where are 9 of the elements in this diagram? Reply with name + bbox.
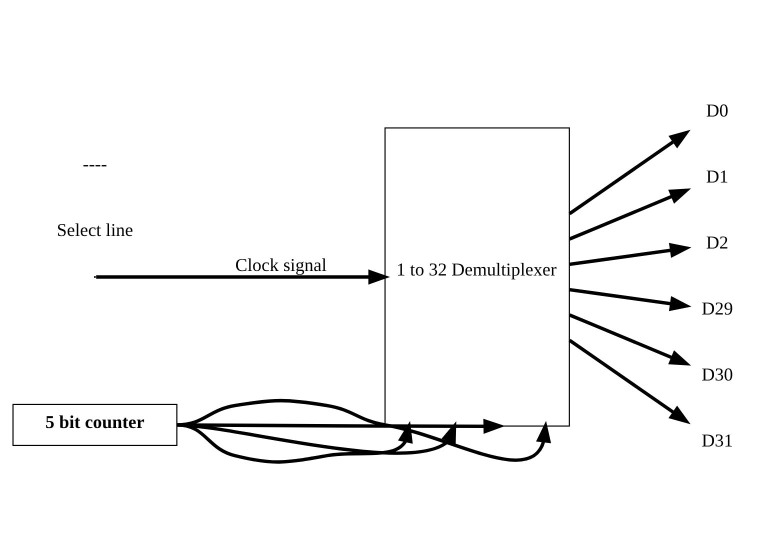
- label: ----: [82, 153, 108, 174]
- node-text: D30: [702, 364, 733, 384]
- node-text: D29: [702, 298, 733, 318]
- node-text: D1: [706, 166, 728, 186]
- label: Select line: [56, 219, 134, 240]
- node-text: D2: [706, 232, 728, 252]
- edge-label: Clock signal: [235, 254, 327, 275]
- node-text: D31: [702, 430, 733, 450]
- node-text: D0: [706, 100, 728, 120]
